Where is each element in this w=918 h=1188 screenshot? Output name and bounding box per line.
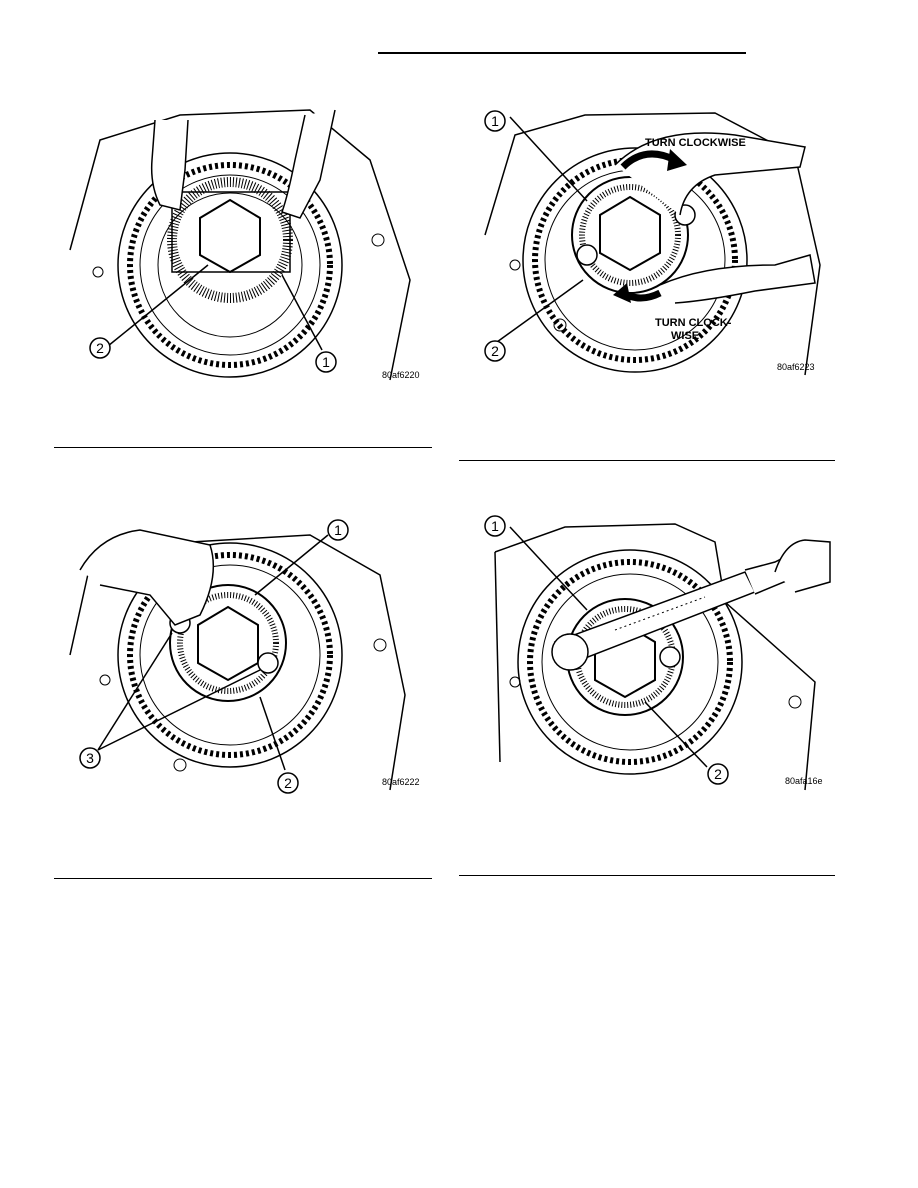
figure-code: 80af6220	[382, 370, 420, 380]
callout-2: 2	[484, 340, 506, 362]
leader-line-1	[281, 274, 323, 351]
figure-4-illustration: 1 2 80afa16e	[484, 515, 831, 791]
callout-1: 1	[484, 515, 506, 537]
figure-code: 80af6222	[382, 777, 420, 787]
figure-2-illustration: TURN CLOCKWISE TURN CLOCK- WISE 1 2 80af…	[484, 110, 821, 376]
label-turn-clock: TURN CLOCK-	[655, 317, 732, 329]
callout-label-3: 3	[86, 750, 94, 766]
figure-torque-wrench: 1 2 80afa16e	[475, 512, 835, 792]
figure-1-illustration: 2 1 80af6220	[69, 109, 420, 381]
callout-label-1: 1	[322, 354, 330, 370]
label-wise: WISE	[671, 330, 699, 342]
figure-converter-tool-install: 2 1 80af6220	[60, 100, 430, 385]
header-rule	[378, 52, 746, 54]
callout-label-2: 2	[96, 340, 104, 356]
separator-rule-left-1	[54, 447, 432, 448]
callout-1: 1	[484, 110, 506, 132]
callout-1: 1	[315, 351, 337, 373]
callout-label-2: 2	[284, 775, 292, 791]
callout-label-1: 1	[334, 522, 342, 538]
figure-turn-clockwise: TURN CLOCKWISE TURN CLOCK- WISE 1 2 80af…	[475, 105, 835, 380]
callout-3: 3	[79, 747, 101, 769]
figure-3-illustration: 1 3 2 80af6222	[69, 519, 420, 794]
figure-code: 80afa16e	[785, 776, 823, 786]
label-turn-clockwise: TURN CLOCKWISE	[645, 137, 746, 149]
callout-label-2: 2	[491, 343, 499, 359]
callout-label-1: 1	[491, 518, 499, 534]
callout-2: 2	[707, 763, 729, 785]
separator-rule-right-2	[459, 875, 835, 876]
separator-rule-right-1	[459, 460, 835, 461]
figure-tool-bolts: 1 3 2 80af6222	[60, 515, 430, 795]
callout-1: 1	[327, 519, 349, 541]
callout-label-1: 1	[491, 113, 499, 129]
callout-2: 2	[89, 337, 111, 359]
leader-line-2	[107, 264, 209, 347]
callout-label-2: 2	[714, 766, 722, 782]
figure-code: 80af6223	[777, 362, 815, 372]
callout-2: 2	[277, 772, 299, 794]
separator-rule-left-2	[54, 878, 432, 879]
